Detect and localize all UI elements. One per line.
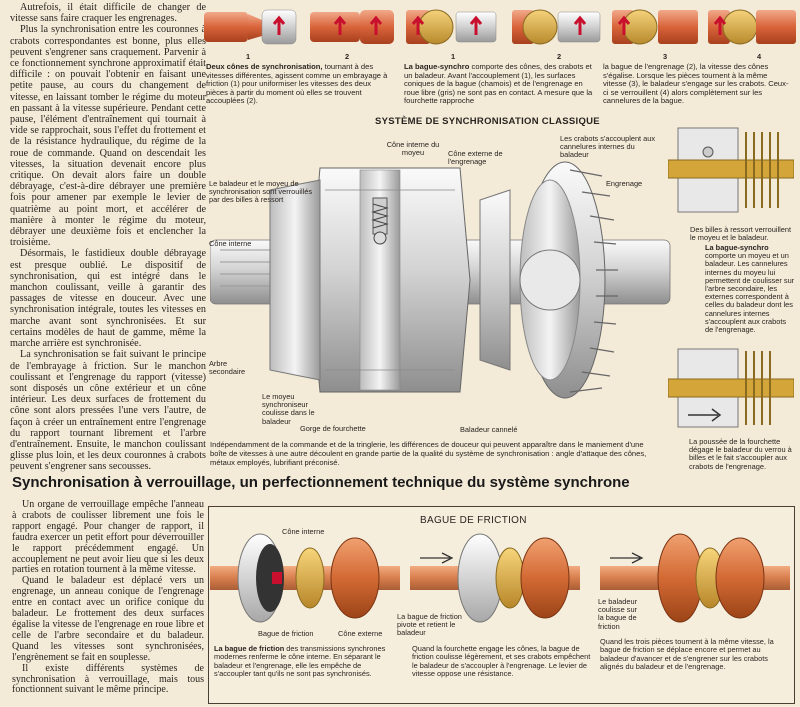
caption-text: comporte un moyeu et un baladeur. Les ca… [705,251,795,335]
label-engrenage: Engrenage [606,179,643,188]
caption-bold: Deux cônes de synchronisation, [206,62,323,71]
label-baladeur-moyeu: Le baladeur et le moyeu de synchronisati… [209,179,313,205]
friction-caption-2: Quand la fourchette engage les cônes, la… [412,644,591,679]
left-paragraph: Autrefois, il était difficile de changer… [10,2,206,25]
right-caption-3: La poussée de la fourchette dégage le ba… [689,437,792,471]
synchro-ring-step-1 [406,9,497,45]
synchro-ring-step-2 [512,9,601,45]
caption-text: comporte des cônes, des crabots et un ba… [404,62,593,106]
left-paragraph: La synchronisation se fait suivant le pr… [10,349,206,473]
strip-number: 1 [451,52,456,61]
synchro-ring-step-4 [708,9,796,45]
strip-number: 2 [557,52,562,61]
label-cone-interne-moyeu: Cône interne du moyeu [386,140,440,158]
cone-pair-1 [204,9,297,45]
left-paragraph: Désormais, le fastidieux double débrayag… [10,248,206,350]
caption-bold: La bague-synchro [404,62,470,71]
friction-box-title: BAGUE DE FRICTION [420,515,527,526]
strip-number: 3 [663,52,668,61]
cone-pair-2 [310,10,394,44]
caption-text: des transmissions synchrones modernes re… [214,644,386,679]
caption-text: tournant à des vitesses différentes, agi… [206,62,388,106]
caption-bold: La bague de friction [214,644,285,653]
label-crabots: Les crabots s'accouplent aux cannelures … [560,134,656,160]
bottom-paragraph: Quand le baladeur est déplacé vers un en… [12,575,204,663]
label-cone-interne: Cône interne [209,239,252,248]
label-bague-pivote: La bague de friction pivote et retient l… [397,612,462,638]
label-arbre-secondaire: Arbre secondaire [209,359,246,377]
caption-bold: La bague-synchro [705,243,769,252]
label-gorge-fourchette: Gorge de fourchette [300,424,366,433]
strip-number: 1 [246,52,251,61]
strip-caption-3: la bague de l'engrenage (2), la vitesse … [603,62,789,106]
bottom-paragraph: Il existe différents systèmes de synchro… [12,662,204,696]
label-cone-externe: Cône externe de l'engrenage [448,149,503,167]
label-bague-friction: Bague de friction [258,629,314,638]
bottom-paragraph: Un organe de verrouillage empêche l'anne… [12,499,204,576]
diagram-title: SYSTÈME DE SYNCHRONISATION CLASSIQUE [375,116,600,127]
left-paragraph: Plus la synchronisation entre les couron… [10,24,206,249]
right-caption-1: Des billes à ressort verrouillent le moy… [690,225,792,243]
synchro-assembly-illustration [210,161,671,399]
label-baladeur-coulisse: Le baladeur coulisse sur la bague de fri… [598,597,638,631]
friction-caption-3: Quand les trois pièces tournent à la mêm… [600,637,774,672]
section-title: Synchronisation à verrouillage, un perfe… [12,474,630,491]
synchro-ring-step-3 [612,9,698,45]
strip-caption-1: Deux cônes de synchronisation, tournant … [206,62,394,106]
strip-caption-2: La bague-synchro comporte des cônes, des… [404,62,594,106]
top-illustration-strip [204,9,796,45]
friction-ring-illustrations [210,533,790,623]
side-figure-push [668,348,794,428]
diagram-note: Indépendamment de la commande et de la t… [210,440,647,467]
bottom-text-column: Un organe de verrouillage empêche l'anne… [12,499,204,696]
left-text-column: Autrefois, il était difficile de changer… [10,2,206,473]
strip-number: 2 [345,52,350,61]
label-cone-externe-friction: Cône externe [338,629,383,638]
right-caption-2: La bague-synchro comporte un moyeu et un… [705,243,795,335]
label-baladeur-cannele: Baladeur cannelé [460,425,518,434]
label-cone-interne-friction: Cône interne [282,527,325,536]
strip-number: 4 [757,52,762,61]
label-moyeu-synchroniseur: Le moyeu synchroniseur coulisse dans le … [262,392,315,426]
friction-caption-1: La bague de friction des transmissions s… [214,644,398,679]
side-figure-lock [668,127,794,213]
